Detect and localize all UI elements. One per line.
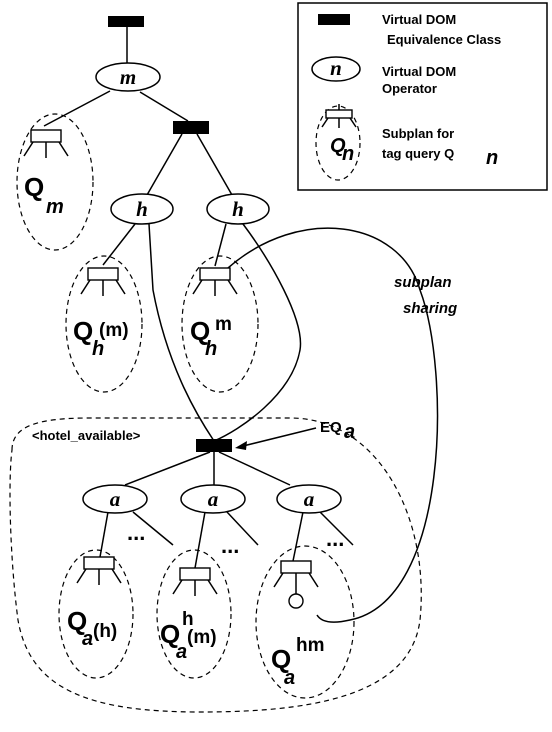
legend-operator-line1: Virtual DOM: [382, 64, 456, 79]
subplan-q-h-sup-m-sup: m: [215, 314, 232, 335]
operator-a-1: a: [82, 484, 148, 514]
operator-h-left-label: h: [136, 197, 148, 221]
legend-subplan-symbol: Q n: [315, 104, 361, 181]
operator-a-3-label: a: [304, 487, 315, 511]
subplan-q-a-h-base: Q: [67, 606, 87, 636]
legend-operator-line2: Operator: [382, 81, 437, 96]
operator-h-right-label: h: [232, 197, 244, 221]
sharing-label-line2: sharing: [403, 300, 457, 317]
subplan-q-h-sup-m-base: Q: [190, 316, 210, 346]
subplan-q-a-h-paren: (h): [93, 621, 117, 642]
subplan-q-m-sub: m: [46, 196, 64, 218]
subplan-q-a-h-m-sub: a: [176, 641, 187, 663]
subplan-q-a-hm-base: Q: [271, 644, 291, 674]
subplan-q-h-m-paren: (m): [99, 320, 129, 341]
legend-subplan-q: Q: [330, 135, 346, 157]
subplan-q-m: Q m: [16, 113, 94, 251]
ellipsis-a2: ...: [221, 533, 239, 558]
ellipsis-a1: ...: [127, 520, 145, 545]
operator-a-2-label: a: [208, 487, 219, 511]
operator-m-label: m: [120, 65, 136, 89]
legend-operator-letter: n: [330, 56, 342, 80]
eq-a-label: EQ: [320, 419, 342, 436]
subplan-q-m-base: Q: [24, 172, 44, 202]
subplan-q-a-hm-sub: a: [284, 667, 295, 689]
subplan-q-a-hm: Q a hm: [255, 545, 355, 699]
subplan-q-a-h-m-sup: h: [182, 609, 194, 630]
legend-subplan-n: n: [342, 143, 354, 165]
hotel-available-region: [9, 417, 422, 713]
legend-subplan-line2: tag query Q: [382, 146, 454, 161]
eq-class-h: [173, 121, 209, 134]
ellipsis-a3: ...: [326, 526, 344, 551]
legend: Virtual DOM Equivalence Class n Virtual …: [297, 2, 548, 191]
operator-a-2: a: [180, 484, 246, 514]
subplan-q-h-sup-m-sub: h: [205, 338, 217, 360]
subplan-q-a-h: Q a (h): [58, 549, 134, 679]
subplan-q-a-h-m-base: Q: [160, 619, 180, 649]
subplan-q-a-hm-sup: hm: [296, 635, 325, 656]
subplan-q-a-h-m-paren: (m): [187, 627, 217, 648]
legend-eq-class-line1: Virtual DOM: [382, 12, 456, 27]
subplan-q-h-m-base: Q: [73, 316, 93, 346]
operator-h-left: h: [110, 193, 174, 225]
subplan-q-a-h-m: Q a h (m): [156, 549, 232, 679]
operator-m: m: [95, 62, 161, 92]
subplan-q-h-m: Q h (m): [65, 255, 143, 393]
operator-h-right: h: [206, 193, 270, 225]
subplan-q-a-h-sub: a: [82, 628, 93, 650]
operator-a-1-label: a: [110, 487, 121, 511]
eq-class-a: [196, 439, 232, 452]
legend-eq-class-line2: Equivalence Class: [387, 32, 501, 47]
legend-operator-symbol: [311, 56, 361, 82]
subplan-q-h-m-sub: h: [92, 338, 104, 360]
eq-class-root: [108, 16, 144, 27]
eq-a-sub: a: [344, 421, 355, 443]
subplan-q-h-sup-m: Q h m: [181, 255, 259, 393]
operator-a-3: a: [276, 484, 342, 514]
eq-a-arrow: [238, 427, 317, 448]
legend-subplan-line1: Subplan for: [382, 126, 454, 141]
edges: [43, 27, 439, 623]
legend-frame: [297, 2, 548, 191]
eq-a-arrowhead: [235, 441, 247, 450]
legend-eq-class-symbol: [318, 14, 350, 25]
legend-subplan-line2-sub: n: [486, 147, 498, 169]
sharing-label-line1: subplan: [394, 274, 452, 291]
selection-node: [288, 593, 304, 609]
hotel-available-label: <hotel_available>: [32, 428, 141, 443]
